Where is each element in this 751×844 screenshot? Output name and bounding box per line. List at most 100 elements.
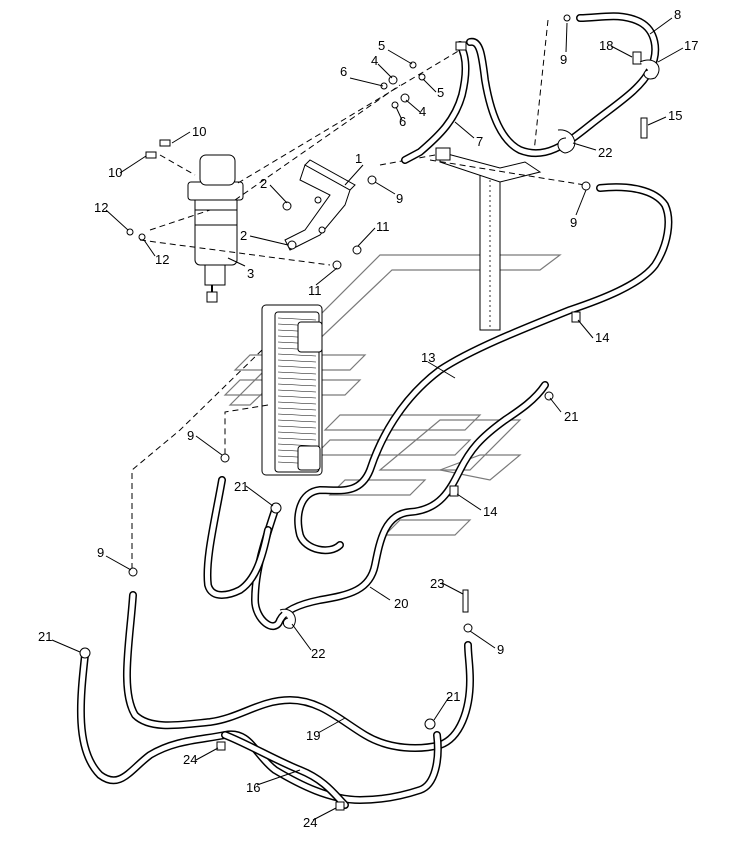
leader-line (395, 106, 403, 121)
fitting-12 (126, 228, 134, 236)
callout-10: 10 (108, 165, 122, 180)
fitting-9 (463, 623, 473, 633)
fitting-4 (388, 75, 398, 85)
leader-line (312, 807, 337, 821)
fitting-9 (220, 453, 230, 463)
callout-17: 17 (684, 38, 698, 53)
fitting-11 (332, 260, 342, 270)
callout-8: 8 (674, 7, 681, 22)
leader-line (245, 485, 274, 507)
fitting-15 (640, 117, 648, 139)
callout-9: 9 (497, 642, 504, 657)
fitting-24 (216, 741, 226, 751)
leader-line (249, 235, 289, 246)
callout-5: 5 (378, 38, 385, 53)
leader-line (315, 267, 338, 286)
leader-line (317, 717, 346, 734)
callout-22: 22 (598, 145, 612, 160)
leader-line (433, 696, 450, 721)
fuel-filter (187, 154, 244, 303)
fitting-4 (400, 93, 410, 103)
leader-line (649, 17, 673, 35)
callout-21: 21 (38, 629, 52, 644)
fitting-9 (581, 181, 591, 191)
fitting-21 (544, 391, 554, 401)
assembly-lines (131, 19, 586, 570)
callout-19: 19 (306, 728, 320, 743)
callout-18: 18 (599, 38, 613, 53)
leader-line (195, 435, 223, 456)
callout-2: 2 (260, 176, 267, 191)
hose-19-inner (124, 592, 473, 751)
leader-line (657, 47, 684, 63)
fitting-23 (462, 589, 469, 613)
leader-line (387, 49, 413, 65)
callout-11: 11 (308, 283, 322, 298)
callout-11: 11 (376, 219, 390, 234)
leader-line (577, 319, 594, 339)
cooler-fin (277, 365, 317, 369)
callout-5: 5 (437, 85, 444, 100)
callout-7: 7 (476, 134, 483, 149)
leader-line (565, 22, 568, 53)
fitting-14 (571, 311, 581, 323)
leader-line (647, 116, 667, 126)
callout-1: 1 (355, 151, 362, 166)
clamp-22 (279, 608, 296, 629)
fitting-5 (418, 73, 426, 81)
fitting-2 (287, 240, 297, 250)
callout-23: 23 (430, 576, 444, 591)
leader-line (456, 493, 482, 511)
hose-13-inner (295, 184, 671, 553)
leader-line (143, 239, 156, 257)
fitting-10 (159, 139, 171, 147)
hose-7-inner (402, 42, 469, 163)
cooler-fin (277, 407, 317, 411)
leader-line (454, 121, 475, 139)
callout-10: 10 (192, 124, 206, 139)
fitting-7 (455, 41, 467, 51)
callout-15: 15 (668, 108, 682, 123)
leader-line (357, 227, 376, 247)
callout-13: 13 (421, 350, 435, 365)
fitting-14 (449, 485, 459, 497)
fitting-21 (424, 718, 436, 730)
fitting-24 (335, 801, 345, 811)
cooler-fin (277, 371, 317, 375)
leader-line (51, 639, 81, 653)
callout-16: 16 (246, 780, 260, 795)
callout-21: 21 (234, 479, 248, 494)
leader-line (427, 361, 456, 379)
fitting-21 (270, 502, 282, 514)
fitting-11 (352, 245, 362, 255)
leader-line (374, 181, 396, 195)
leader-line (469, 630, 496, 649)
callout-21: 21 (446, 689, 460, 704)
oil-cooler (261, 304, 323, 476)
callout-21: 21 (564, 409, 578, 424)
callout-14: 14 (483, 504, 497, 519)
cooler-fin (277, 383, 317, 387)
leader-line (291, 623, 312, 651)
leader-line (441, 582, 464, 595)
leader-line (572, 142, 597, 151)
callout-9: 9 (570, 215, 577, 230)
leader-line (422, 78, 437, 93)
callout-22: 22 (311, 646, 325, 661)
cooler-fin (277, 431, 317, 435)
fittings (79, 14, 660, 811)
callout-9: 9 (560, 52, 567, 67)
leader-line (105, 555, 132, 571)
fitting-21 (79, 647, 91, 659)
cooler-fin (277, 437, 317, 441)
hose-21-left (76, 651, 442, 804)
leader-line (119, 155, 147, 174)
callout-12: 12 (155, 252, 169, 267)
fitting-18 (632, 51, 642, 65)
fitting-9 (367, 175, 377, 185)
callout-6: 6 (340, 64, 347, 79)
leader-line (105, 209, 129, 231)
cooler-fin (277, 317, 317, 321)
callout-labels: 1 2 2 3 4 4 5 5 6 6 7 8 9 9 9 9 9 9 10 1… (38, 7, 698, 830)
